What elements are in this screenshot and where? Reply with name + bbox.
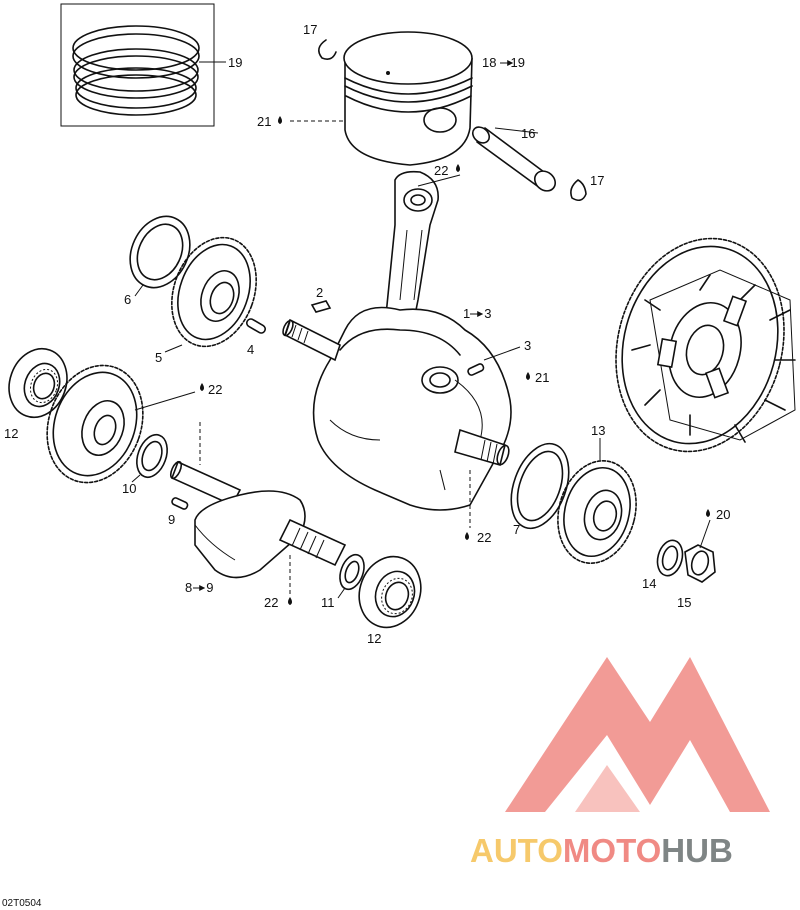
callout-3: 3 — [524, 338, 531, 353]
circlip-lower — [570, 179, 587, 202]
watermark-text-hub: HUB — [661, 832, 733, 869]
connecting-rod — [384, 170, 461, 331]
callout-19: 19 — [228, 55, 242, 70]
callout-9: 9 — [168, 512, 175, 527]
callout-17-lower: 17 — [590, 173, 604, 188]
oil-drop-icon — [465, 532, 469, 540]
callout-5: 5 — [155, 350, 162, 365]
bearing-12-right — [358, 555, 422, 629]
oil-drop-icon — [456, 164, 460, 172]
washer-11 — [337, 553, 365, 599]
callout-4: 4 — [247, 342, 254, 357]
key-4 — [246, 318, 266, 334]
balancer-shaft — [169, 422, 347, 595]
thrust-washer-6 — [129, 215, 191, 297]
callout-21-crank: 21 — [535, 370, 549, 385]
oil-drop-icon — [200, 383, 204, 391]
callout-20: 20 — [716, 507, 730, 522]
callout-22-balancer: 22 — [208, 382, 222, 397]
key-9 — [171, 497, 189, 510]
thrust-washer-7 — [510, 442, 570, 530]
callout-12-left: 12 — [4, 426, 18, 441]
oil-drop-icons — [200, 116, 710, 605]
watermark-logo: AUTOMOTOHUB — [470, 657, 770, 869]
watermark-text-auto: AUTO — [470, 832, 563, 869]
callout-6: 6 — [124, 292, 131, 307]
clutch-housing — [615, 237, 796, 453]
callout-12-right: 12 — [367, 631, 381, 646]
callout-22-shaft: 22 — [264, 595, 278, 610]
piston-ring-set — [60, 3, 226, 127]
callout-14: 14 — [642, 576, 656, 591]
bearing-12-left — [8, 347, 68, 419]
callout-13: 13 — [591, 423, 605, 438]
nut-15 — [684, 519, 716, 583]
callout-2: 2 — [316, 285, 323, 300]
piston-pin — [471, 126, 557, 192]
drawing-code: 02T0504 — [2, 898, 42, 909]
svg-text:AUTOMOTOHUB: AUTOMOTOHUB — [470, 832, 733, 869]
circlip-upper — [318, 39, 337, 60]
oil-drop-icon — [706, 509, 710, 517]
oil-drop-icon — [288, 597, 292, 605]
callout-15: 15 — [677, 595, 691, 610]
callout-10: 10 — [122, 481, 136, 496]
callout-22-crank: 22 — [477, 530, 491, 545]
watermark-text-moto: MOTO — [563, 832, 661, 869]
callout-16: 16 — [521, 126, 535, 141]
washer-10 — [131, 433, 168, 483]
oil-drop-icon — [278, 116, 282, 124]
callout-22-pin: 22 — [434, 163, 448, 178]
lock-washer-14 — [656, 539, 684, 577]
crankshaft — [282, 306, 521, 528]
gear-5 — [164, 236, 257, 353]
callout-17: 17 — [303, 22, 317, 37]
callout-21-piston: 21 — [257, 114, 271, 129]
woodruff-key-2 — [310, 300, 332, 313]
primary-gear — [557, 438, 637, 564]
balancer-gear — [46, 364, 196, 484]
oil-drop-icon — [526, 372, 530, 380]
piston — [290, 31, 473, 166]
callout-11: 11 — [321, 595, 335, 610]
callout-7: 7 — [513, 522, 520, 537]
